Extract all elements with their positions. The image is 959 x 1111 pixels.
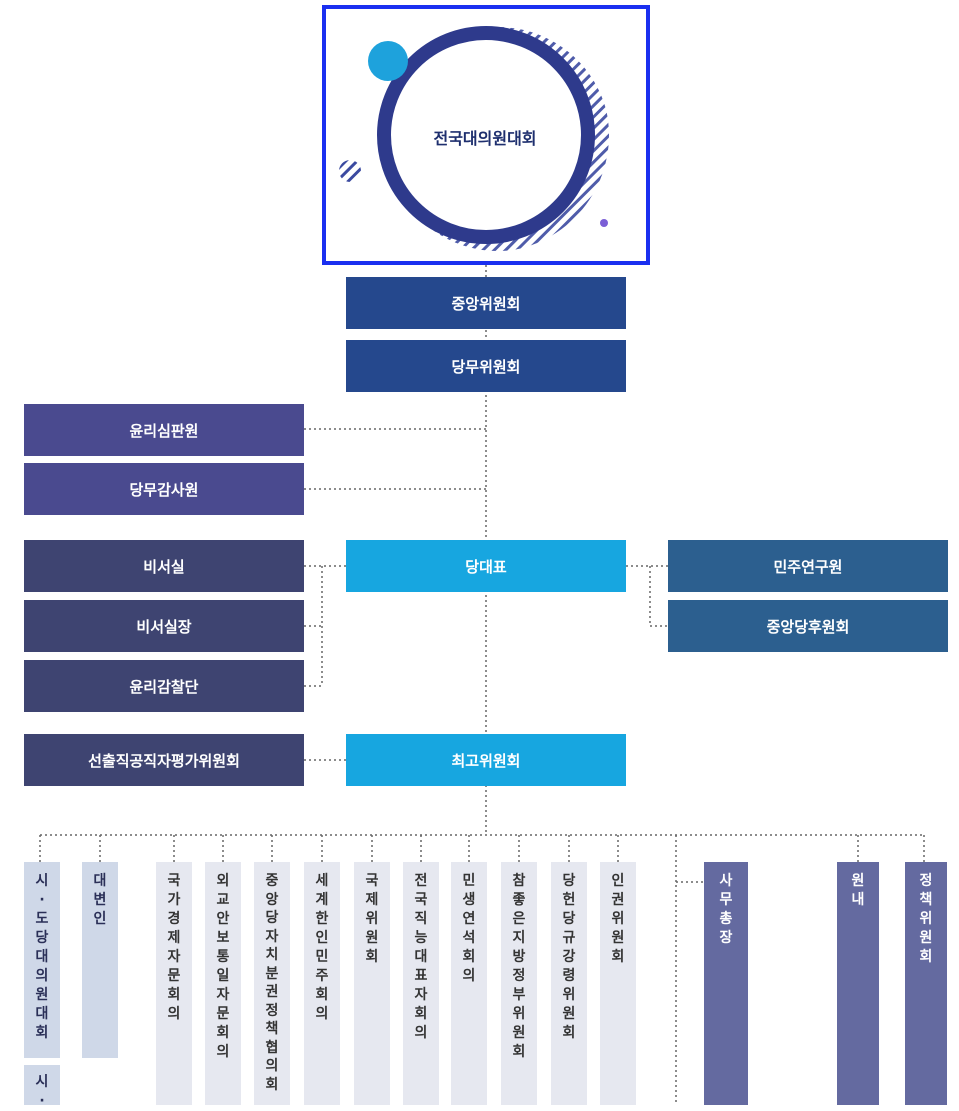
secretariat-box: 비서실 <box>24 540 304 592</box>
ethics-tribunal-box: 윤리심판원 <box>24 404 304 456</box>
democratic-research-institute-box: 민주연구원 <box>668 540 948 592</box>
party-leader-box: 당대표 <box>346 540 626 592</box>
chief-secretary-box: 비서실장 <box>24 600 304 652</box>
supreme-council-box: 최고위원회 <box>346 734 626 786</box>
elected-official-evaluation-box: 선출직공직자평가위원회 <box>24 734 304 786</box>
ethics-inspection-box: 윤리감찰단 <box>24 660 304 712</box>
column-provincial-convention-2: 시· <box>24 1065 60 1109</box>
central-committee-box: 중앙위원회 <box>346 277 626 329</box>
national-convention-title: 전국대의원대회 <box>433 129 537 148</box>
party-affairs-committee-box: 당무위원회 <box>346 340 626 392</box>
party-audit-box: 당무감사원 <box>24 463 304 515</box>
central-party-support-box: 중앙당후원회 <box>668 600 948 652</box>
convention-emblem <box>339 26 609 251</box>
